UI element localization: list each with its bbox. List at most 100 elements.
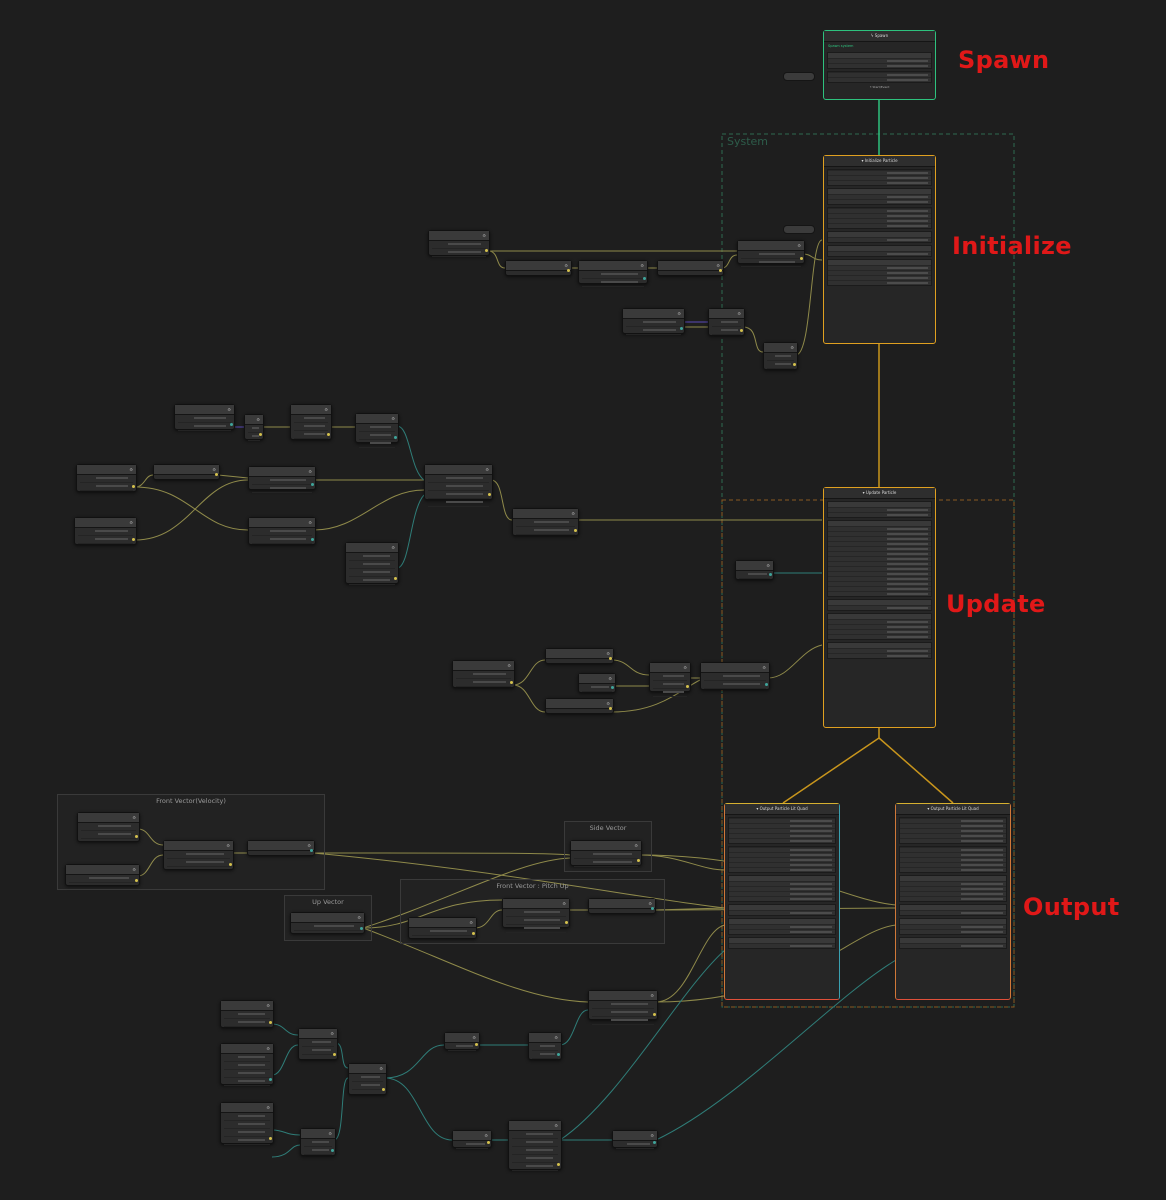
gear-icon[interactable]: ⚙ xyxy=(650,1133,654,1138)
operator-node[interactable]: ⚙ xyxy=(649,662,691,697)
operator-node[interactable]: ⚙ xyxy=(290,404,332,440)
initialize-context[interactable]: ▾ Initialize Particle xyxy=(823,155,936,344)
operator-node[interactable]: ⚙ xyxy=(174,404,235,431)
spawn-input-pill[interactable] xyxy=(783,72,815,81)
value-field[interactable] xyxy=(525,1133,554,1135)
value-field[interactable] xyxy=(304,433,325,435)
operator-node[interactable]: ⚙ xyxy=(65,864,140,886)
value-field[interactable] xyxy=(185,853,224,855)
operator-node[interactable]: ⚙ xyxy=(298,1028,338,1060)
output-port[interactable] xyxy=(488,493,491,496)
value-field[interactable] xyxy=(270,530,306,532)
operator-node[interactable]: ⚙ xyxy=(700,662,770,690)
output-port[interactable] xyxy=(331,1149,334,1152)
operator-node[interactable]: ⚙ xyxy=(348,1063,387,1095)
output-port[interactable] xyxy=(487,1141,490,1144)
value-field[interactable] xyxy=(237,1021,266,1023)
operator-node-header[interactable]: ⚙ xyxy=(445,1033,479,1043)
value-field[interactable] xyxy=(314,925,355,927)
operator-node-header[interactable]: ⚙ xyxy=(506,261,571,271)
operator-node-header[interactable]: ⚙ xyxy=(409,918,476,928)
output-port[interactable] xyxy=(637,859,640,862)
gear-icon[interactable]: ⚙ xyxy=(762,665,766,670)
value-field[interactable] xyxy=(237,1080,266,1082)
operator-node[interactable]: ⚙ xyxy=(452,1130,492,1149)
value-field[interactable] xyxy=(251,435,259,437)
output-port[interactable] xyxy=(719,269,722,272)
value-field[interactable] xyxy=(642,321,676,323)
value-field[interactable] xyxy=(524,927,560,929)
gear-icon[interactable]: ⚙ xyxy=(608,676,612,681)
output-port[interactable] xyxy=(311,483,314,486)
value-field[interactable] xyxy=(663,675,684,677)
gear-icon[interactable]: ⚙ xyxy=(648,901,652,906)
value-field[interactable] xyxy=(525,1149,554,1151)
operator-node[interactable]: ⚙ xyxy=(588,990,658,1025)
value-field[interactable] xyxy=(593,861,632,863)
value-field[interactable] xyxy=(610,1003,648,1005)
operator-node[interactable]: ⚙ xyxy=(578,673,616,693)
operator-node-header[interactable]: ⚙ xyxy=(75,518,136,528)
gear-icon[interactable]: ⚙ xyxy=(226,843,230,848)
output-port[interactable] xyxy=(769,573,772,576)
gear-icon[interactable]: ⚙ xyxy=(562,901,566,906)
gear-icon[interactable]: ⚙ xyxy=(472,1035,476,1040)
operator-node[interactable]: ⚙ xyxy=(300,1128,336,1156)
operator-node[interactable]: ⚙ xyxy=(163,840,234,870)
operator-node-header[interactable]: ⚙ xyxy=(623,309,684,319)
value-field[interactable] xyxy=(539,1045,556,1047)
initialize-input-pill[interactable] xyxy=(783,225,815,234)
value-field[interactable] xyxy=(237,1064,266,1066)
value-field[interactable] xyxy=(237,1123,266,1125)
value-field[interactable] xyxy=(472,681,506,683)
operator-node[interactable]: ⚙ xyxy=(220,1102,274,1145)
value-field[interactable] xyxy=(311,1049,331,1051)
operator-node[interactable]: ⚙ xyxy=(512,508,579,536)
value-field[interactable] xyxy=(237,1072,266,1074)
group-front-velocity[interactable]: Front Vector(Velocity) xyxy=(57,794,325,890)
gear-icon[interactable]: ⚙ xyxy=(266,1003,270,1008)
gear-icon[interactable]: ⚙ xyxy=(308,520,312,525)
gear-icon[interactable]: ⚙ xyxy=(571,511,575,516)
operator-node-header[interactable]: ⚙ xyxy=(429,231,489,241)
value-field[interactable] xyxy=(663,691,684,693)
output-port[interactable] xyxy=(609,657,612,660)
value-field[interactable] xyxy=(748,573,767,575)
operator-node[interactable]: ⚙ xyxy=(424,464,493,507)
value-field[interactable] xyxy=(185,861,224,863)
gear-icon[interactable]: ⚙ xyxy=(357,915,361,920)
output-port[interactable] xyxy=(557,1053,560,1056)
operator-node-header[interactable]: ⚙ xyxy=(248,841,314,851)
gear-icon[interactable]: ⚙ xyxy=(485,467,489,472)
operator-node-header[interactable]: ⚙ xyxy=(546,649,613,659)
gear-icon[interactable]: ⚙ xyxy=(554,1123,558,1128)
value-field[interactable] xyxy=(600,273,638,275)
operator-node[interactable]: ⚙ xyxy=(290,912,365,934)
operator-node[interactable]: ⚙ xyxy=(502,898,570,933)
output-port[interactable] xyxy=(394,577,397,580)
operator-node-header[interactable]: ⚙ xyxy=(349,1064,386,1074)
operator-node[interactable]: ⚙ xyxy=(578,260,648,287)
value-field[interactable] xyxy=(361,1076,380,1078)
output-port[interactable] xyxy=(475,1043,478,1046)
value-field[interactable] xyxy=(251,427,259,429)
value-field[interactable] xyxy=(237,1131,266,1133)
gear-icon[interactable]: ⚙ xyxy=(266,1046,270,1051)
operator-node[interactable]: ⚙ xyxy=(153,464,220,480)
value-field[interactable] xyxy=(304,425,325,427)
value-field[interactable] xyxy=(720,321,739,323)
output-port[interactable] xyxy=(686,685,689,688)
output-port[interactable] xyxy=(653,1141,656,1144)
output-port[interactable] xyxy=(327,433,330,436)
output-port[interactable] xyxy=(215,473,218,476)
gear-icon[interactable]: ⚙ xyxy=(606,651,610,656)
gear-icon[interactable]: ⚙ xyxy=(564,263,568,268)
value-field[interactable] xyxy=(95,477,128,479)
value-field[interactable] xyxy=(270,479,306,481)
output-port[interactable] xyxy=(132,538,135,541)
output-port[interactable] xyxy=(135,835,138,838)
operator-node[interactable]: ⚙ xyxy=(570,840,642,867)
value-field[interactable] xyxy=(193,425,226,427)
value-field[interactable] xyxy=(362,579,391,581)
output-port[interactable] xyxy=(394,436,397,439)
